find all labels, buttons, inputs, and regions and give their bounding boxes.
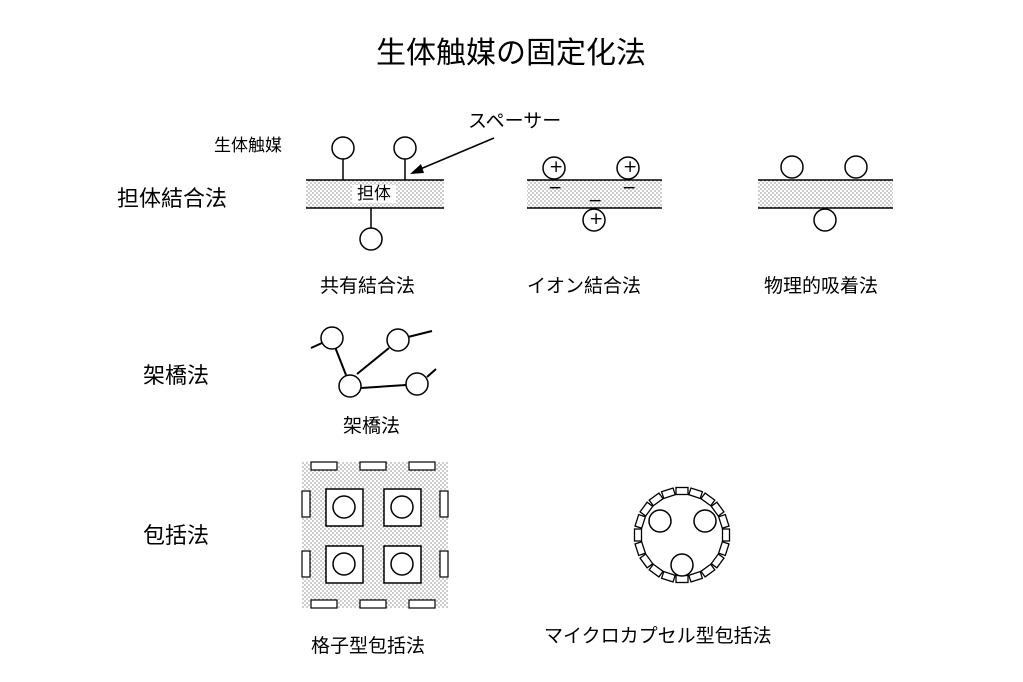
microcapsule-figure xyxy=(633,486,731,584)
minus-sign: − xyxy=(548,178,563,198)
row-label-carrier-binding: 担体結合法 xyxy=(117,187,228,212)
carrier-label: 担体 xyxy=(357,184,391,204)
biocatalyst-circle xyxy=(405,372,429,396)
spacer-arrow xyxy=(417,137,495,171)
biocatalyst-circle xyxy=(780,155,804,179)
membrane-segment xyxy=(634,513,647,530)
biocatalyst-circle xyxy=(582,208,606,232)
caption-ionic-binding: イオン結合法 xyxy=(527,275,642,297)
biocatalyst-circle xyxy=(390,495,414,519)
physical-adsorption-figure xyxy=(758,155,893,232)
plus-sign: + xyxy=(589,209,604,229)
membrane-segment xyxy=(634,540,647,557)
carrier-plate xyxy=(527,180,662,208)
caption-covalent-binding: 共有結合法 xyxy=(320,275,416,297)
caption-physical-adsorption: 物理的吸着法 xyxy=(764,275,879,297)
membrane-segment xyxy=(648,492,664,507)
biocatalyst-circle xyxy=(332,552,356,576)
lattice-figure xyxy=(301,461,449,609)
biocatalyst-circle xyxy=(332,495,356,519)
membrane-segment xyxy=(639,501,654,517)
caption-microcapsule-entrapment: マイクロカプセル型包括法 xyxy=(544,625,772,647)
caption-crosslinking: 架橋法 xyxy=(343,415,401,437)
row-label-crosslinking: 架橋法 xyxy=(143,364,210,389)
spacer-arrowhead xyxy=(410,164,424,174)
covalent-binding-figure xyxy=(306,136,495,251)
crosslink-figure xyxy=(310,326,437,398)
membrane-segment xyxy=(660,487,677,500)
biocatalyst-circle xyxy=(320,326,344,350)
membrane-segment xyxy=(710,553,725,569)
biocatalyst-circle xyxy=(390,552,414,576)
membrane-segment xyxy=(700,563,716,578)
membrane-segment xyxy=(700,492,716,507)
biocatalyst-circle xyxy=(693,509,717,533)
membrane-segment xyxy=(639,553,654,569)
minus-sign: − xyxy=(588,191,603,211)
biocatalyst-circle xyxy=(616,156,640,180)
plus-sign: + xyxy=(549,157,564,177)
membrane-segment xyxy=(675,486,689,496)
membrane-segment xyxy=(648,563,664,578)
caption-lattice-entrapment: 格子型包括法 xyxy=(311,635,426,657)
biocatalyst-circle xyxy=(338,374,362,398)
biocatalyst-circle xyxy=(386,328,410,352)
membrane-segment xyxy=(710,501,725,517)
biocatalyst-circle xyxy=(542,156,566,180)
membrane-segment xyxy=(660,570,677,583)
membrane-segment xyxy=(717,513,730,530)
biocatalyst-circle xyxy=(813,208,837,232)
capsule-membrane xyxy=(633,486,731,584)
biocatalyst-circle xyxy=(359,227,383,251)
membrane-segment xyxy=(687,487,704,500)
row-label-entrapment: 包括法 xyxy=(143,524,210,549)
spacer-label: スペーサー xyxy=(468,110,562,132)
membrane-segment xyxy=(721,528,731,542)
carrier-plate xyxy=(758,180,893,208)
page-title: 生体触媒の固定化法 xyxy=(376,36,646,71)
biocatalyst-circle xyxy=(670,553,694,577)
ionic-binding-figure xyxy=(527,156,662,232)
biocatalyst-circle xyxy=(844,155,868,179)
plus-sign: + xyxy=(623,157,638,177)
gel-lattice xyxy=(302,462,448,608)
membrane-segment xyxy=(687,570,704,583)
membrane-segment xyxy=(633,528,643,542)
biocatalyst-circle xyxy=(648,509,672,533)
biocatalyst-circle xyxy=(331,136,355,160)
biocatalyst-circle xyxy=(393,136,417,160)
minus-sign: − xyxy=(622,178,637,198)
biocatalyst-label: 生体触媒 xyxy=(214,136,282,156)
membrane-segment xyxy=(717,540,730,557)
